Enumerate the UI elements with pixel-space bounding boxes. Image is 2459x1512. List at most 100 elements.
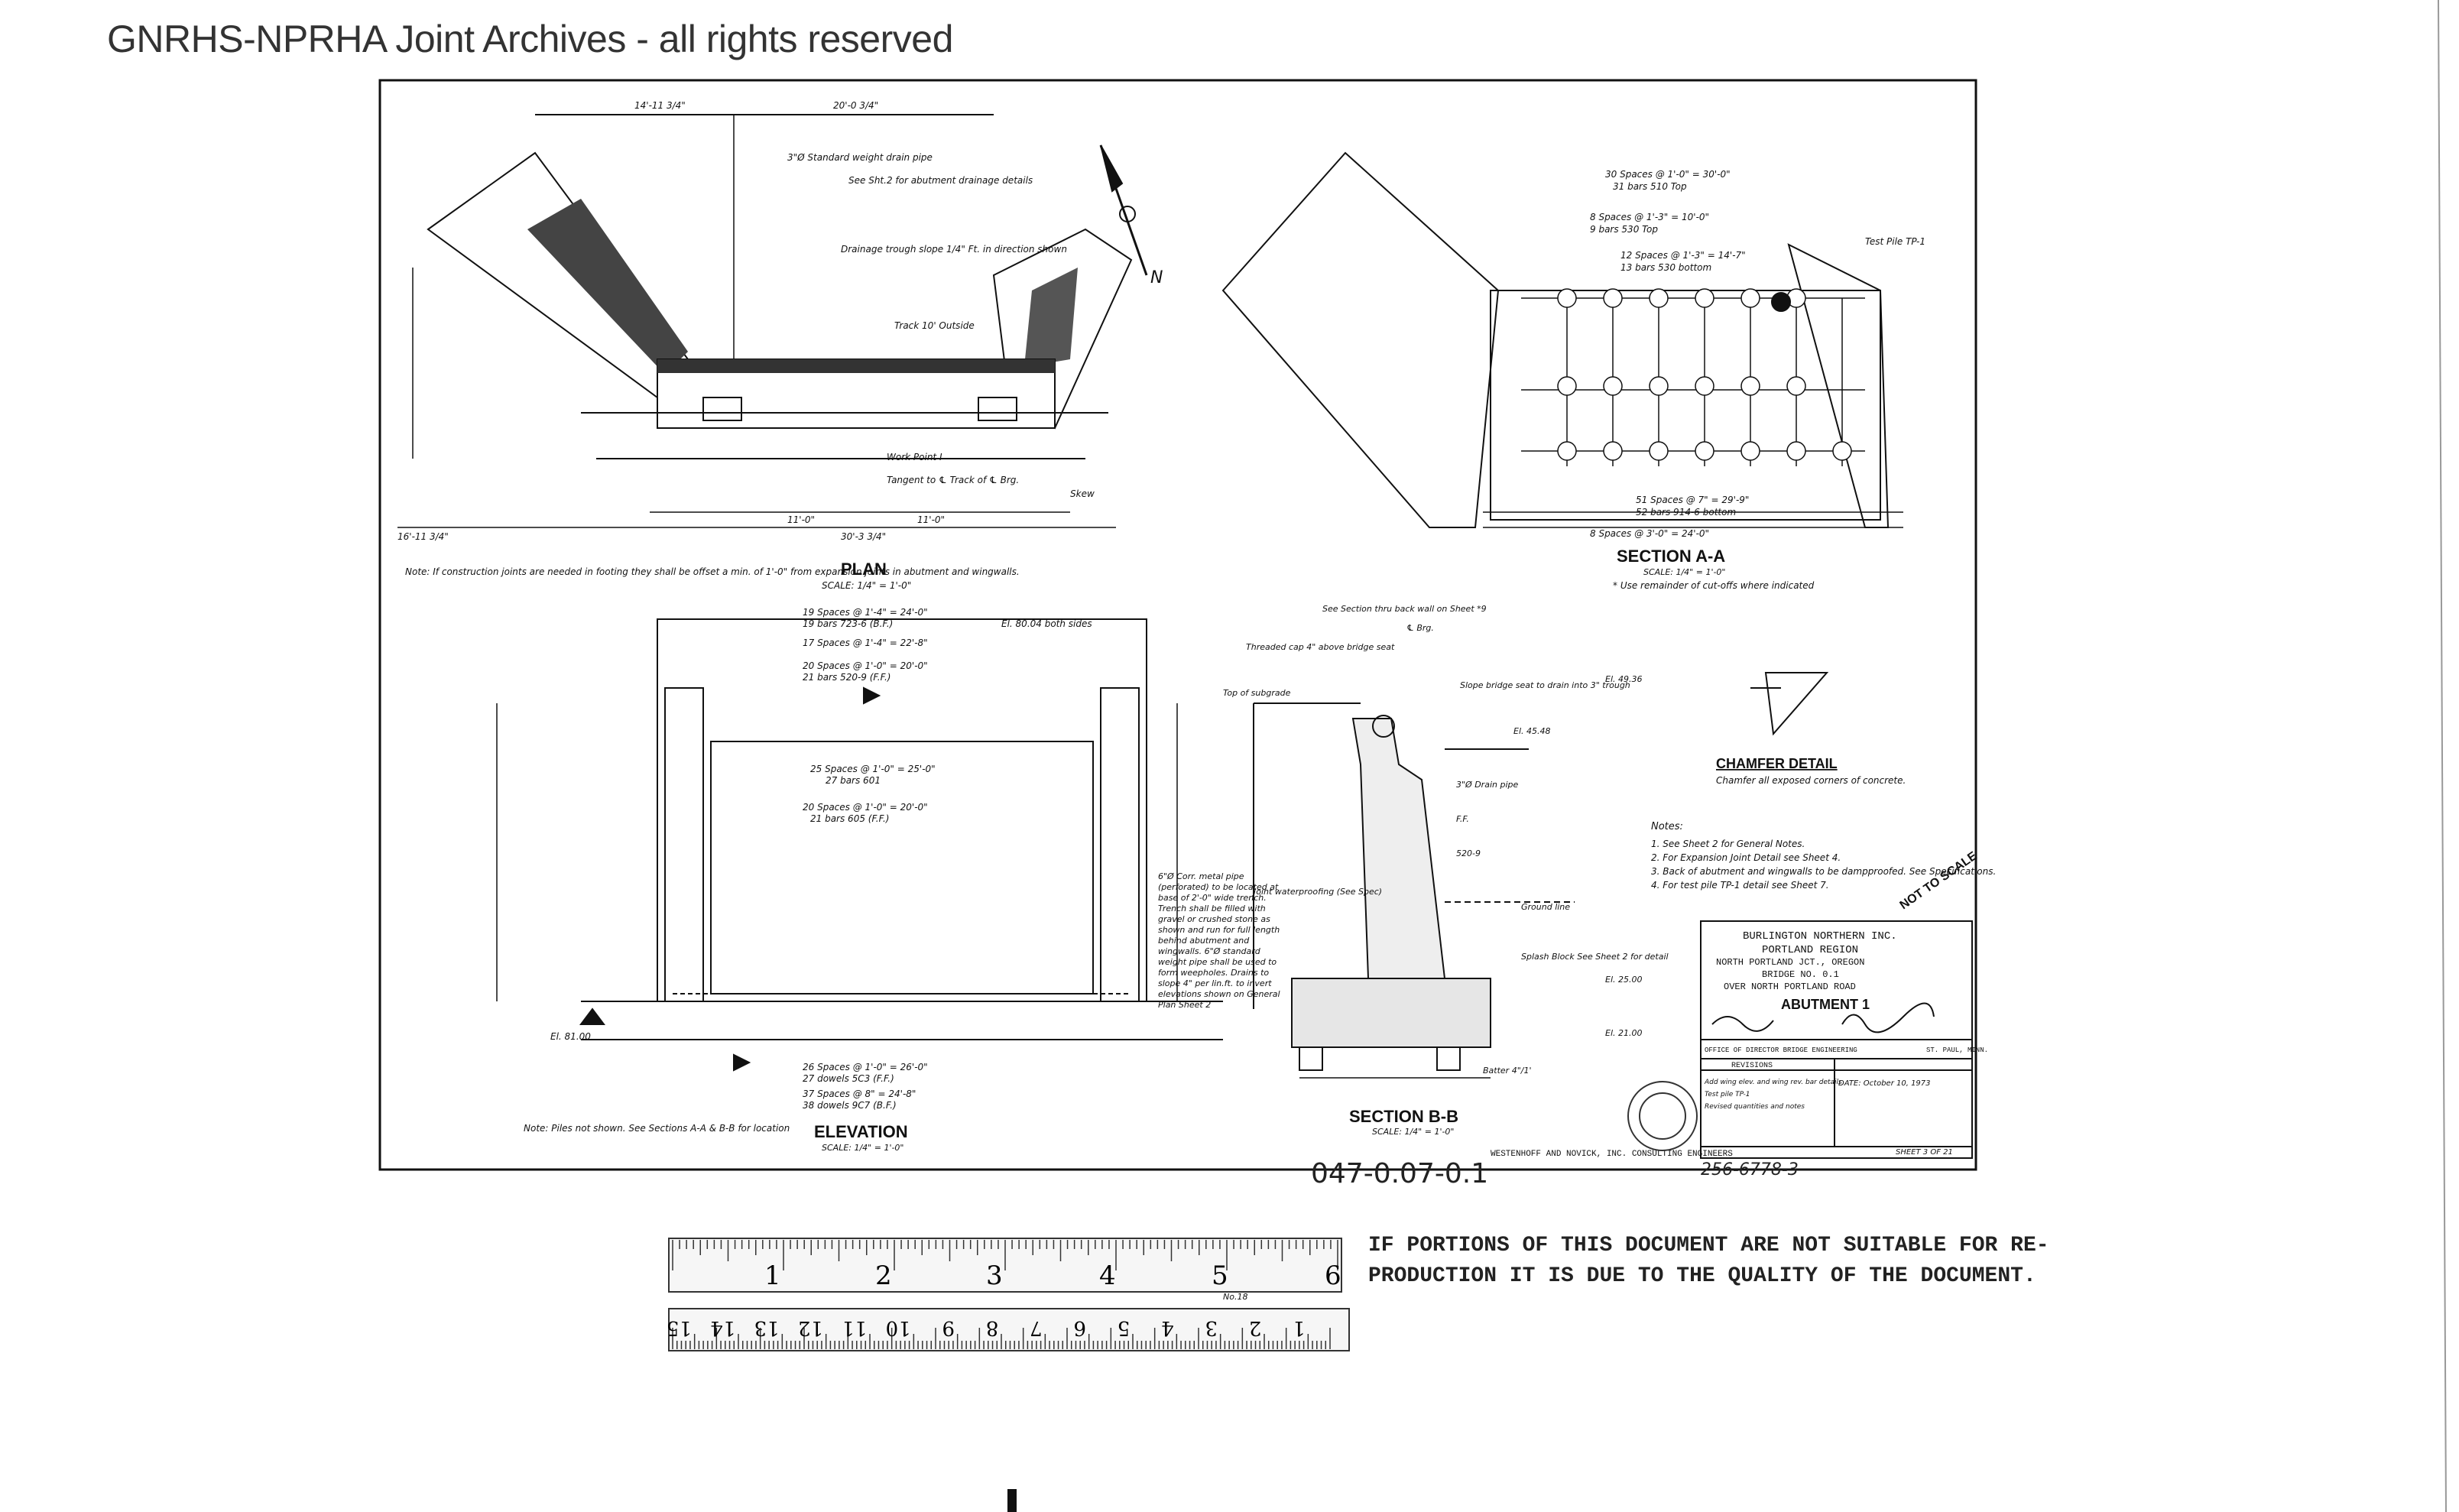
svg-text:El. 81.00: El. 81.00 [550,1031,591,1042]
svg-text:ST. PAUL, MINN.: ST. PAUL, MINN. [1926,1046,1988,1054]
svg-text:Ground line: Ground line [1521,902,1570,912]
section-aa-pile-grid [1521,297,1865,466]
svg-text:13 bars 530 bottom: 13 bars 530 bottom [1620,262,1711,273]
chamfer-title: CHAMFER DETAIL [1716,756,1838,771]
svg-text:REVISIONS: REVISIONS [1731,1062,1773,1070]
svg-text:SHEET 3 OF 21: SHEET 3 OF 21 [1896,1148,1953,1157]
svg-text:20 Spaces @ 1'-0" = 20'-0": 20 Spaces @ 1'-0" = 20'-0" [803,660,928,671]
svg-text:27 dowels 5C3 (F.F.): 27 dowels 5C3 (F.F.) [803,1073,894,1084]
svg-text:1. See Sheet 2 for General Not: 1. See Sheet 2 for General Notes. [1651,839,1805,849]
svg-text:8 Spaces @ 1'-3" = 10'-0": 8 Spaces @ 1'-3" = 10'-0" [1590,212,1709,222]
svg-text:Add wing elev. and wing rev. b: Add wing elev. and wing rev. bar details [1704,1079,1842,1086]
cm-label: 1 [1293,1316,1306,1339]
svg-text:Revised quantities and notes: Revised quantities and notes [1705,1103,1805,1111]
plan-labels: 3"Ø Standard weight drain pipe See Sht.2… [397,100,1095,542]
svg-text:Drainage trough slope 1/4" Ft.: Drainage trough slope 1/4" Ft. in direct… [841,244,1067,255]
svg-text:2. For Expansion Joint Detail: 2. For Expansion Joint Detail see Sheet … [1651,852,1841,863]
inch-ruler [668,1238,1342,1293]
drain-pipe [1372,715,1395,738]
section-aa-view [1221,151,1903,528]
microfilm-note-line2: PRODUCTION IT IS DUE TO THE QUALITY OF T… [1368,1264,2036,1288]
section-bb-wall [1351,718,1446,979]
plan-left-wingwall-hatch [527,199,688,375]
elevation-opening [710,741,1094,994]
svg-text:21 bars 605 (F.F.): 21 bars 605 (F.F.) [810,813,889,824]
svg-text:12 Spaces @ 1'-3" = 14'-7": 12 Spaces @ 1'-3" = 14'-7" [1620,250,1746,261]
svg-text:19 Spaces @ 1'-4" = 24'-0": 19 Spaces @ 1'-4" = 24'-0" [803,607,928,618]
svg-text:Joint waterproofing (See Spec): Joint waterproofing (See Spec) [1252,887,1382,897]
svg-text:11'-0": 11'-0" [787,514,815,525]
inch-2: 2 [875,1261,892,1291]
elevation-view [496,618,1223,1072]
svg-text:Test Pile TP-1: Test Pile TP-1 [1865,236,1925,247]
section-bb-title: SECTION B-B [1349,1107,1458,1126]
svg-text:Track 10' Outside: Track 10' Outside [894,320,975,331]
microfilm-note-line1: IF PORTIONS OF THIS DOCUMENT ARE NOT SUI… [1368,1234,2049,1257]
inch-6: 6 [1325,1261,1341,1291]
svg-text:ABUTMENT 1: ABUTMENT 1 [1781,997,1870,1012]
consultant-credit: WESTENHOFF AND NOVICK, INC. CONSULTING E… [1491,1150,1733,1159]
svg-text:El. 49.36: El. 49.36 [1605,674,1643,684]
chamfer-text: Chamfer all exposed corners of concrete. [1716,775,1906,786]
svg-text:Tangent to ℄ Track of ℄ Brg.: Tangent to ℄ Track of ℄ Brg. [887,475,1019,485]
cm-label: 12 [798,1316,823,1339]
section-aa-note: * Use remainder of cut-offs where indica… [1613,580,1815,591]
svg-text:8 Spaces @ 3'-0" = 24'-0": 8 Spaces @ 3'-0" = 24'-0" [1590,528,1709,539]
cm-label: 6 [1073,1316,1086,1339]
svg-text:Batter 4"/1': Batter 4"/1' [1483,1066,1532,1076]
svg-text:52 bars 914-6 bottom: 52 bars 914-6 bottom [1636,507,1736,518]
cm-label: 2 [1249,1316,1262,1339]
cm-label: 11 [842,1316,867,1339]
page-fiducial-mark [1007,1489,1017,1512]
svg-text:17 Spaces @ 1'-4" = 22'-8": 17 Spaces @ 1'-4" = 22'-8" [803,638,928,648]
microfilm-quality-notice: IF PORTIONS OF THIS DOCUMENT ARE NOT SUI… [1368,1231,2049,1292]
svg-text:16'-11 3/4": 16'-11 3/4" [397,531,449,542]
svg-text:Work Point I: Work Point I [887,452,942,462]
section-bb-labels: See Section thru back wall on Sheet *9 ℄… [1223,604,1669,1076]
svg-text:El. 80.04 both sides: El. 80.04 both sides [1001,618,1092,629]
section-bb-footing [1291,978,1491,1048]
archive-watermark: GNRHS-NPRHA Joint Archives - all rights … [107,18,953,60]
elevation-note: Note: Piles not shown. See Sections A-A … [524,1123,790,1134]
section-bb-scale: SCALE: 1/4" = 1'-0" [1372,1127,1455,1137]
svg-text:BRIDGE NO. 0.1: BRIDGE NO. 0.1 [1762,969,1839,980]
svg-text:Threaded cap 4" above bridge s: Threaded cap 4" above bridge seat [1246,642,1395,652]
plan-footing-note: Note: If construction joints are needed … [405,566,1020,577]
svg-text:3. Back of abutment and wingwa: 3. Back of abutment and wingwalls to be … [1651,866,1996,877]
svg-text:Top of subgrade: Top of subgrade [1223,688,1291,698]
svg-text:El. 21.00: El. 21.00 [1605,1028,1643,1038]
plan-view: N [397,114,1163,528]
engineer-seal [1627,1081,1698,1151]
plan-scale: SCALE: 1/4" = 1'-0" [822,580,911,591]
cm-label: 7 [1030,1316,1043,1339]
inch-3: 3 [986,1261,1003,1291]
svg-text:26 Spaces @ 1'-0" = 26'-0": 26 Spaces @ 1'-0" = 26'-0" [803,1062,928,1072]
section-aa-title: SECTION A-A [1617,547,1725,566]
svg-text:F.F.: F.F. [1456,814,1469,824]
svg-text:51 Spaces @ 7" = 29'-9": 51 Spaces @ 7" = 29'-9" [1636,495,1749,505]
svg-text:30'-3 3/4": 30'-3 3/4" [841,531,886,542]
svg-text:9 bars 530 Top: 9 bars 530 Top [1590,224,1658,235]
chamfer-detail-figure [1750,672,1829,736]
svg-text:OVER NORTH PORTLAND ROAD: OVER NORTH PORTLAND ROAD [1724,982,1856,992]
svg-text:11'-0": 11'-0" [917,514,945,525]
cm-label: 8 [986,1316,999,1339]
section-aa-labels: 30 Spaces @ 1'-0" = 30'-0" 31 bars 510 T… [1590,169,1925,539]
not-to-scale-label: NOT TO SCALE [1898,849,1980,912]
cm-label: 10 [886,1316,911,1339]
section-aa-scale: SCALE: 1/4" = 1'-0" [1643,567,1726,577]
elevation-labels: 19 Spaces @ 1'-4" = 24'-0" 19 bars 723-6… [550,607,1092,1111]
drawing-number-right: 256-6778-3 [1701,1160,1799,1179]
svg-text:20'-0 3/4": 20'-0 3/4" [833,100,878,111]
svg-text:21 bars 520-9 (F.F.): 21 bars 520-9 (F.F.) [803,672,890,683]
section-bb-view [1253,702,1575,1079]
cm-label: 9 [942,1316,955,1339]
elevation-scale: SCALE: 1/4" = 1'-0" [822,1143,904,1153]
svg-text:27 bars 601: 27 bars 601 [826,775,881,786]
svg-text:19 bars 723-6 (B.F.): 19 bars 723-6 (B.F.) [803,618,893,629]
cm-label: 3 [1205,1316,1218,1339]
svg-text:25 Spaces @ 1'-0" = 25'-0": 25 Spaces @ 1'-0" = 25'-0" [810,764,936,774]
svg-text:DATE: October 10, 1973: DATE: October 10, 1973 [1838,1079,1931,1088]
svg-text:Test pile TP-1: Test pile TP-1 [1705,1091,1750,1098]
